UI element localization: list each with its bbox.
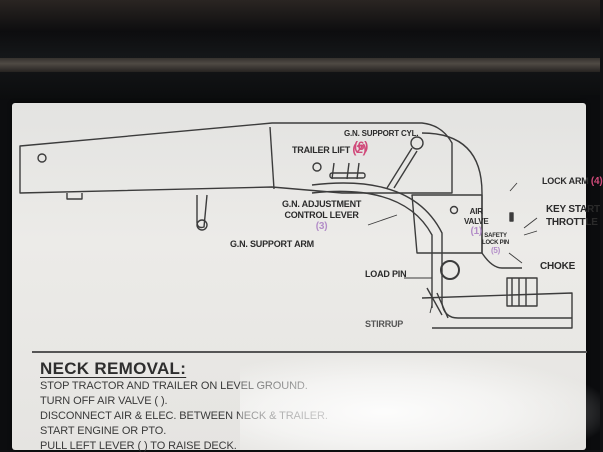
safety-pin-line2: LOCK PIN bbox=[482, 240, 510, 246]
key-start-label: KEY START bbox=[546, 204, 600, 215]
instruction-step-4: START ENGINE OR PTO. bbox=[40, 425, 167, 437]
instruction-step-2: TURN OFF AIR VALVE ( ). bbox=[40, 395, 168, 407]
load-pin-circle bbox=[440, 260, 460, 280]
stirrup-label: STIRRUP bbox=[365, 319, 404, 329]
adjust-lever-label: G.N. ADJUSTMENT CONTROL LEVER (3) bbox=[282, 199, 361, 232]
leader-lines bbox=[367, 182, 538, 314]
trailer-lift-label: TRAILER LIFT (2) bbox=[292, 142, 367, 156]
air-valve-line2: VALVE bbox=[464, 217, 489, 226]
lever-handles bbox=[331, 162, 360, 180]
section-divider bbox=[32, 351, 587, 353]
lock-arm-text: LOCK ARM bbox=[542, 176, 589, 186]
support-arm-shape bbox=[196, 194, 208, 229]
support-arm-label: G.N. SUPPORT ARM bbox=[230, 239, 314, 249]
trailer-lift-text: TRAILER LIFT bbox=[292, 145, 351, 155]
support-cyl-label: G.N. SUPPORT CYL. bbox=[344, 129, 419, 138]
air-valve-label: AIR VALVE (1) bbox=[464, 207, 489, 237]
support-arm-pivot bbox=[196, 219, 208, 231]
instruction-step-3: DISCONNECT AIR & ELEC. BETWEEN NECK & TR… bbox=[40, 410, 328, 422]
support-cylinder-side bbox=[393, 150, 418, 189]
gooseneck-curve-inner bbox=[311, 190, 433, 308]
adjust-lever-number: (3) bbox=[315, 221, 328, 232]
gooseneck-diagram bbox=[19, 122, 573, 329]
hitch-block bbox=[506, 277, 538, 307]
throttle-label: THROTTLE bbox=[546, 217, 598, 228]
beam-bracket bbox=[66, 193, 83, 200]
air-valve-knob bbox=[449, 205, 459, 215]
gooseneck-curve bbox=[311, 182, 572, 319]
instruction-decal: TRAILER LIFT (2) G.N. SUPPORT CYL. (6) G… bbox=[12, 103, 603, 452]
lock-arm-label: LOCK ARM (4) bbox=[542, 176, 603, 187]
choke-label: CHOKE bbox=[540, 261, 576, 272]
instruction-step-5: PULL LEFT LEVER ( ) TO RAISE DECK. bbox=[40, 440, 237, 452]
trailer-deck bbox=[421, 292, 573, 329]
neck-removal-title: NECK REMOVAL: bbox=[40, 359, 187, 378]
air-valve-line1: AIR bbox=[469, 207, 483, 216]
support-cylinder bbox=[386, 147, 413, 189]
load-pin-label: LOAD PIN bbox=[365, 269, 407, 279]
lever-gauge bbox=[312, 162, 322, 172]
instruction-step-1: STOP TRACTOR AND TRAILER ON LEVEL GROUND… bbox=[40, 380, 308, 392]
safety-pin-label: SAFETY LOCK PIN (5) bbox=[482, 233, 510, 255]
beam-divider bbox=[269, 126, 275, 190]
neck-pin-hole bbox=[37, 153, 47, 163]
cylinder-eye bbox=[410, 136, 424, 150]
support-cyl-number: (6) bbox=[354, 139, 369, 153]
adjust-lever-line1: G.N. ADJUSTMENT bbox=[282, 199, 362, 209]
trailer-frame-top bbox=[0, 0, 600, 105]
adjust-lever-line2: CONTROL LEVER bbox=[284, 210, 359, 220]
lever-bar bbox=[329, 172, 366, 179]
control-box bbox=[411, 194, 483, 254]
support-cyl-number-wrap: (6) bbox=[354, 139, 368, 153]
safety-pin-number: (5) bbox=[490, 246, 501, 255]
lock-arm-number: (4) bbox=[590, 176, 603, 187]
frame-rust-stripe bbox=[0, 58, 600, 72]
gooseneck-rear bbox=[421, 132, 522, 269]
air-valve-number: (1) bbox=[470, 226, 483, 237]
stirrup-hitch bbox=[426, 287, 449, 319]
trailer-lift-number: (2) bbox=[352, 142, 367, 156]
lock-arm-bar bbox=[509, 212, 514, 222]
safety-pin-line1: SAFETY bbox=[484, 233, 507, 239]
